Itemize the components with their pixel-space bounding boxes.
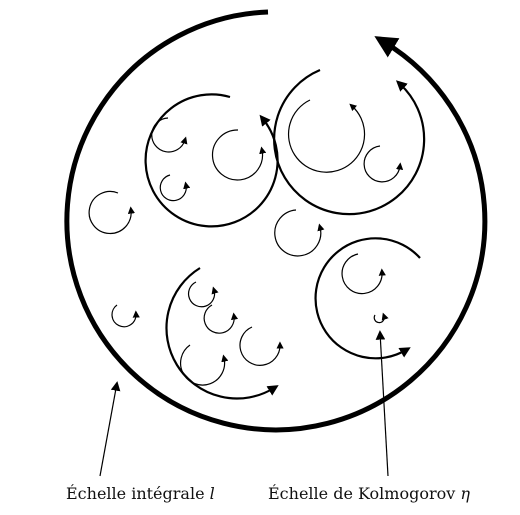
medium-eddy-lower-left — [165, 267, 284, 400]
kolmogorov-scale-pointer — [375, 330, 389, 477]
integral-scale-label: Échelle intégrale l — [66, 486, 215, 502]
integral-scale-eddy — [64, 9, 488, 433]
kolmogorov-scale-symbol: η — [460, 484, 470, 503]
kolmogorov-scale-label-text: Échelle de Kolmogorov — [268, 484, 456, 503]
medium-eddy-upper-right — [273, 68, 426, 216]
small-eddy-lower-left — [111, 304, 140, 328]
small-eddy-left — [88, 190, 135, 235]
medium-eddy-upper-left — [144, 93, 279, 228]
kolmogorov-scale-label: Échelle de Kolmogorov η — [268, 486, 470, 502]
integral-scale-symbol: l — [209, 484, 215, 503]
small-eddy-center — [274, 209, 325, 257]
integral-scale-label-text: Échelle intégrale — [66, 484, 205, 503]
integral-scale-pointer — [99, 381, 121, 477]
medium-eddy-lower-right — [314, 237, 421, 360]
